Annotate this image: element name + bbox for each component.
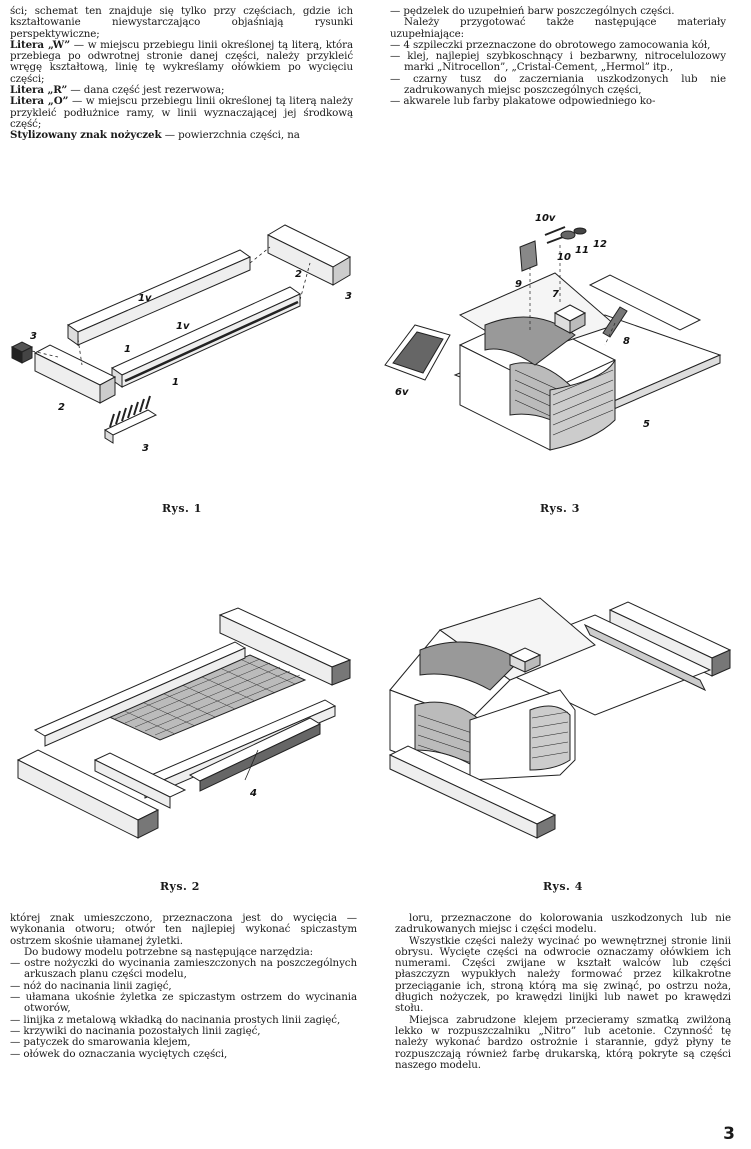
- guide-lines: [530, 245, 615, 345]
- label: 3: [142, 443, 149, 454]
- list-item: — 4 szpileczki przeznaczone do obrotoweg…: [390, 38, 711, 51]
- paragraph-litera-r: Litera „R” — dana część jest rezerwowa;: [10, 84, 353, 97]
- list-item: — ułamana ukośnie żyletka ze spiczastym …: [10, 991, 357, 1015]
- label: 9: [515, 279, 522, 290]
- label: 8: [623, 336, 630, 347]
- comb-part: [105, 396, 156, 443]
- label: 6v: [395, 387, 409, 398]
- label: 10: [557, 252, 571, 263]
- list-item: — nóż do nacinania linii zagięć,: [10, 979, 172, 992]
- paragraph: Miejsca zabrudzone klejem przecieramy sz…: [395, 1013, 731, 1071]
- term: Litera „R”: [10, 84, 68, 97]
- top-left-column: ści; schemat ten znajduje się tylko przy…: [10, 5, 353, 142]
- figure-3-caption: Rys. 3: [540, 502, 580, 515]
- list-item: — patyczek do smarowania klejem,: [10, 1036, 191, 1049]
- term: Litera „W”: [10, 38, 71, 51]
- figure-1-illustration: 1v 1v 1 1 2 2 3 3 3: [0, 205, 352, 454]
- page-number: 3: [723, 1124, 735, 1144]
- label: 1: [172, 377, 179, 388]
- label: 4: [249, 788, 257, 799]
- paragraph-litera-o: Litera „O” — w miejscu przebiegu linii o…: [10, 96, 353, 130]
- paragraph: ści; schemat ten znajduje się tylko przy…: [10, 5, 353, 40]
- label: 1v: [176, 321, 190, 332]
- list-item: — ołówek do oznaczania wyciętych części,: [10, 1047, 228, 1060]
- figure-2-illustration: 4: [10, 600, 360, 840]
- label: 2: [58, 402, 65, 413]
- list-item: — czarny tusz do zaczerniania uszkodzony…: [390, 72, 726, 97]
- rail-lower: [112, 287, 300, 387]
- definition: — dana część jest rezerwowa;: [67, 84, 225, 97]
- crossbeam-left: [35, 345, 115, 403]
- paragraph: loru, przeznaczone do kolorowania uszkod…: [395, 912, 731, 936]
- list-item: — klej, najlepiej szybkoschnący i bezbar…: [390, 50, 726, 74]
- label: 11: [575, 245, 589, 256]
- figure-4-caption: Rys. 4: [543, 880, 583, 893]
- figure-2-caption: Rys. 2: [160, 880, 200, 893]
- paragraph: Do budowy modelu potrzebne są następując…: [24, 945, 314, 958]
- paragraph-scissors: Stylizowany znak nożyczek — powierzchnia…: [10, 130, 353, 141]
- paragraph: Wszystkie części należy wycinać po wewnę…: [395, 934, 731, 1015]
- term: Litera „O”: [10, 95, 69, 108]
- guide-lines: [32, 247, 310, 365]
- label: 2: [295, 269, 302, 280]
- label: 1: [124, 344, 131, 355]
- list-item: — ostre nożyczki do wycinania zamieszczo…: [10, 957, 357, 981]
- label: 1v: [138, 293, 152, 304]
- list-item: — pędzelek do uzupełnień barw poszczegól…: [390, 5, 675, 17]
- paragraph-litera-w: Litera „W” — w miejscu przebiegu linii o…: [10, 38, 353, 85]
- term: Stylizowany znak nożyczek: [10, 129, 162, 142]
- definition: — powierzchnia części, na: [161, 129, 300, 142]
- label: 5: [643, 419, 650, 430]
- figure-4-illustration: [380, 600, 751, 840]
- label: 3: [345, 291, 352, 302]
- list-item: — linijka z metalową wkładką do nacinani…: [10, 1013, 341, 1026]
- small-block: [12, 342, 32, 363]
- figure-3-illustration: 5 6v 7 8 9 10 10v 11 12: [375, 213, 751, 465]
- top-right-column: — pędzelek do uzupełnień barw poszczegól…: [390, 5, 726, 108]
- bottom-right-column: loru, przeznaczone do kolorowania uszkod…: [395, 912, 731, 1071]
- list-item: — krzywiki do nacinania pozostałych lini…: [10, 1024, 261, 1037]
- label: 7: [552, 289, 559, 300]
- label: 3: [30, 331, 37, 342]
- definition: — w miejscu przebiegu linii określonej t…: [10, 38, 353, 85]
- bottom-left-column: której znak umieszczono, przeznaczona je…: [10, 912, 357, 1060]
- crossbeam-right: [268, 225, 350, 285]
- paragraph: której znak umieszczono, przeznaczona je…: [10, 912, 357, 947]
- side-panel: [385, 325, 450, 380]
- paragraph: Należy przygotować także następujące mat…: [390, 16, 726, 40]
- cab-body: [390, 598, 595, 780]
- definition: — w miejscu przebiegu linii określonej t…: [10, 95, 353, 130]
- label: 12: [593, 239, 607, 250]
- figure-1-caption: Rys. 1: [162, 502, 202, 515]
- label: 10v: [535, 213, 556, 224]
- list-item: — akwarele lub farby plakatowe odpowiedn…: [390, 95, 656, 108]
